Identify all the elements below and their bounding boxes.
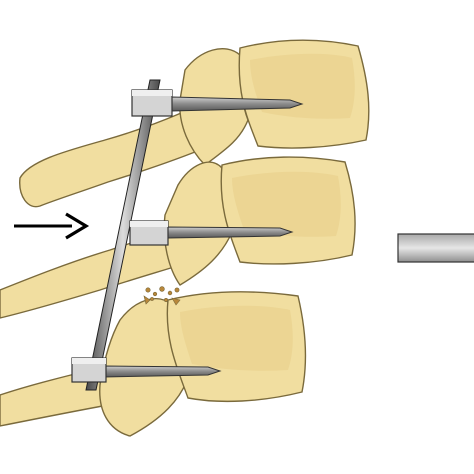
fracture-fragment — [145, 287, 151, 293]
fracture-fragment — [174, 287, 180, 293]
vertebra-bottom-shading — [180, 305, 293, 371]
clamp-bottom-highlight — [72, 358, 106, 364]
fracture-shard — [143, 295, 151, 305]
vertebra-top-body — [238, 39, 370, 149]
clamp-middle-highlight — [130, 221, 168, 227]
vertebra-middle — [0, 156, 356, 319]
clamp-top-highlight — [132, 90, 172, 96]
fracture-fragment — [167, 290, 173, 296]
vertebra-middle-shading — [232, 171, 341, 237]
arrow-head — [65, 212, 90, 240]
rod-clamps — [71, 89, 173, 383]
fracture-shard — [171, 297, 181, 306]
pedicle-screws — [103, 96, 304, 378]
connecting-rod-shaft — [85, 79, 161, 391]
pedicle-screw-bottom — [103, 365, 222, 378]
vertebra-top-spinous-process — [19, 109, 201, 208]
fracture-fragment — [152, 291, 158, 297]
pedicle-screw-middle — [167, 226, 294, 239]
fracture-fragment — [164, 297, 169, 302]
direction-arrow — [14, 212, 90, 240]
fracture-fragment — [159, 286, 165, 292]
partial-bar — [397, 233, 474, 263]
connecting-rod — [85, 79, 161, 391]
vertebra-bottom — [0, 291, 307, 437]
fracture-fragment — [150, 297, 154, 301]
fracture-fragments — [143, 286, 181, 306]
partial-bar-right — [397, 233, 474, 263]
